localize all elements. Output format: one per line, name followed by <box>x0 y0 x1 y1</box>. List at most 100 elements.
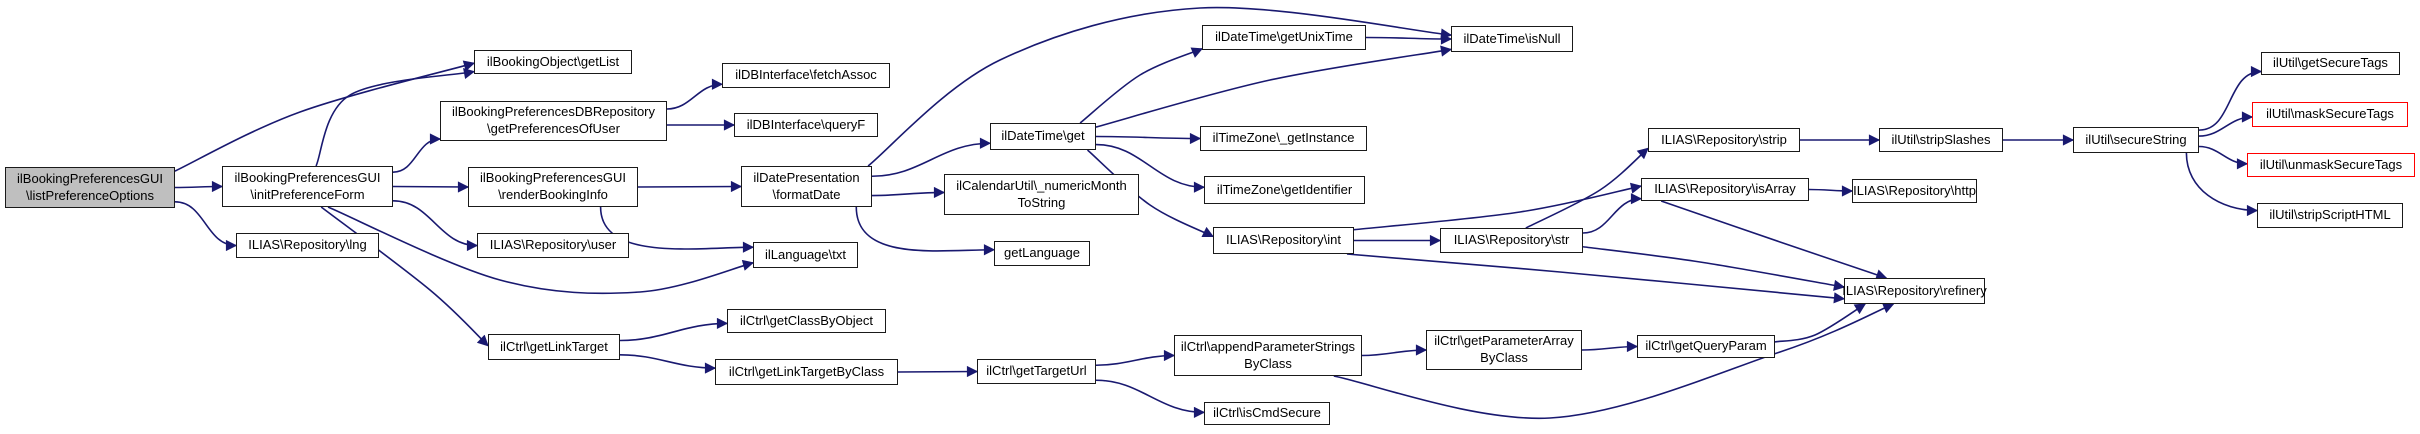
node-label: ilUtil\unmaskSecureTags <box>2259 156 2403 172</box>
node-getlinktargetbyclass[interactable]: ilCtrl\getLinkTargetByClass <box>715 359 898 385</box>
node-label: ilBookingPreferencesGUI <box>480 170 626 186</box>
node-getlanguage[interactable]: getLanguage <box>994 241 1090 266</box>
edge-listpreferenceoptions-initpreferenceform <box>174 180 224 193</box>
node-label: ilTimeZone\getIdentifier <box>1216 181 1353 197</box>
node-label: ilBookingObject\getList <box>486 53 620 69</box>
node-label: ilUtil\stripSlashes <box>1891 131 1991 147</box>
node-label: \formatDate <box>772 186 841 202</box>
edge-listpreferenceoptions-getlist <box>174 60 476 172</box>
node-gettargeturl[interactable]: ilCtrl\getTargetUrl <box>977 359 1096 384</box>
edge-getqueryparam-refinery <box>1774 303 1867 343</box>
node-getclassbyobject[interactable]: ilCtrl\getClassByObject <box>727 309 886 333</box>
node-listpreferenceoptions[interactable]: ilBookingPreferencesGUI\listPreferenceOp… <box>5 167 175 208</box>
edge-formatdate-numericmonthtostring <box>871 186 946 199</box>
node-label: ilCtrl\getLinkTarget <box>500 338 608 354</box>
edge-initpreferenceform-getlinktarget <box>320 206 489 347</box>
edge-securestring-stripscripthtml <box>2185 152 2259 217</box>
node-label: ILIAS\Repository\user <box>489 237 617 253</box>
node-getpreferencesofuser[interactable]: ilBookingPreferencesDBRepository\getPref… <box>440 101 667 141</box>
edge-getlinktarget-getclassbyobject <box>619 317 729 342</box>
node-label: ilUtil\maskSecureTags <box>2266 106 2394 122</box>
node-securestring[interactable]: ilUtil\secureString <box>2073 127 2199 153</box>
node-label: ilUtil\stripScriptHTML <box>2269 207 2391 223</box>
node-getlinktarget[interactable]: ilCtrl\getLinkTarget <box>488 334 620 360</box>
edge-get-getunixtime <box>1079 47 1204 124</box>
node-isnull[interactable]: ilDateTime\isNull <box>1451 26 1573 52</box>
node-label: ilDBInterface\fetchAssoc <box>735 67 877 83</box>
node-label: ilCtrl\getParameterArray <box>1434 333 1574 349</box>
node-getunixtime[interactable]: ilDateTime\getUnixTime <box>1202 25 1366 50</box>
node-txt[interactable]: ilLanguage\txt <box>753 242 858 268</box>
edge-getlinktarget-getlinktargetbyclass <box>619 354 717 374</box>
edge-renderbookinginfo-formatdate <box>637 180 743 193</box>
node-label: ilBookingPreferencesGUI <box>234 169 381 185</box>
edge-isarray-http <box>1808 185 1854 197</box>
edge-getlinktargetbyclass-gettargeturl <box>897 365 979 378</box>
edge-int-refinery <box>1346 253 1846 304</box>
edge-isarray-refinery <box>1660 200 1888 281</box>
node-stripscripthtml[interactable]: ilUtil\stripScriptHTML <box>2257 203 2403 228</box>
node-getlist[interactable]: ilBookingObject\getList <box>474 50 632 74</box>
edge-get-isnull <box>1095 45 1453 128</box>
node-label: ilDateTime\isNull <box>1463 30 1561 46</box>
node-label: ilDatePresentation <box>753 169 860 185</box>
node-initpreferenceform[interactable]: ilBookingPreferencesGUI\initPreferenceFo… <box>222 166 393 207</box>
node-getidentifier[interactable]: ilTimeZone\getIdentifier <box>1204 176 1365 204</box>
edge-listpreferenceoptions-lng <box>174 201 238 252</box>
edge-initpreferenceform-user <box>392 200 479 252</box>
edge-initpreferenceform-getlist <box>315 67 476 167</box>
edge-gettargeturl-appendparameterstringsbyclass <box>1095 349 1176 367</box>
node-label: \initPreferenceForm <box>250 186 365 202</box>
node-iscmdsecure[interactable]: ilCtrl\isCmdSecure <box>1204 402 1330 425</box>
node-str[interactable]: ILIAS\Repository\str <box>1440 228 1583 253</box>
node-label: ILIAS\Repository\isArray <box>1654 181 1796 197</box>
node-label: ilDBInterface\queryF <box>746 116 866 132</box>
node-user[interactable]: ILIAS\Repository\user <box>477 233 629 258</box>
edge-get-int <box>1086 149 1215 238</box>
node-label: ToString <box>1017 194 1066 210</box>
node-label: ilCtrl\isCmdSecure <box>1213 405 1321 421</box>
node-getsecuretags[interactable]: ilUtil\getSecureTags <box>2261 52 2400 75</box>
edge-appendparameterstringsbyclass-refinery <box>1333 302 1895 420</box>
node-lng[interactable]: ILIAS\Repository\lng <box>236 233 379 258</box>
edge-str-isarray <box>1582 193 1643 234</box>
node-get[interactable]: ilDateTime\get <box>990 123 1096 150</box>
edge-getparameterarraybyclass-getqueryparam <box>1581 340 1639 353</box>
node-label: ILIAS\Repository\str <box>1453 232 1570 248</box>
node-label: ilTimeZone\_getInstance <box>1212 130 1355 146</box>
node-http[interactable]: ILIAS\Repository\http <box>1852 179 1977 203</box>
node-label: ByClass <box>1480 350 1528 365</box>
node-getinstance[interactable]: ilTimeZone\_getInstance <box>1200 126 1367 151</box>
edge-initpreferenceform-txt <box>327 206 755 295</box>
node-label: ilDateTime\get <box>1001 128 1085 144</box>
node-label: ilLanguage\txt <box>765 246 846 262</box>
node-masksecuretags[interactable]: ilUtil\maskSecureTags <box>2252 102 2408 127</box>
node-label: ilCtrl\getTargetUrl <box>986 363 1087 379</box>
node-getqueryparam[interactable]: ilCtrl\getQueryParam <box>1637 335 1775 358</box>
node-int[interactable]: ILIAS\Repository\int <box>1213 227 1354 254</box>
edge-getpreferencesofuser-fetchassoc <box>666 78 724 110</box>
edge-getunixtime-isnull <box>1365 33 1453 45</box>
node-formatdate[interactable]: ilDatePresentation\formatDate <box>741 166 872 207</box>
edge-initpreferenceform-getpreferencesofuser <box>392 133 442 173</box>
node-label: ilBookingPreferencesDBRepository <box>451 104 656 120</box>
node-isarray[interactable]: ILIAS\Repository\isArray <box>1641 178 1809 201</box>
node-label: ilCtrl\appendParameterStrings <box>1180 338 1356 354</box>
edge-get-getinstance <box>1095 132 1202 145</box>
node-unmasksecuretags[interactable]: ilUtil\unmaskSecureTags <box>2247 153 2415 177</box>
node-fetchassoc[interactable]: ilDBInterface\fetchAssoc <box>722 63 890 88</box>
node-stripslashes[interactable]: ilUtil\stripSlashes <box>1879 128 2003 152</box>
node-strip[interactable]: ILIAS\Repository\strip <box>1648 128 1800 152</box>
edge-str-strip <box>1525 147 1649 229</box>
edge-securestring-unmasksecuretags <box>2198 145 2249 170</box>
edge-formatdate-get <box>871 137 992 178</box>
node-queryf[interactable]: ilDBInterface\queryF <box>734 113 878 137</box>
node-renderbookinginfo[interactable]: ilBookingPreferencesGUI\renderBookingInf… <box>468 167 638 207</box>
node-label: ilCtrl\getLinkTargetByClass <box>728 363 885 379</box>
node-label: ILIAS\Repository\http <box>1853 182 1976 198</box>
node-refinery[interactable]: ILIAS\Repository\refinery <box>1842 278 1987 304</box>
node-label: \renderBookingInfo <box>498 187 608 202</box>
